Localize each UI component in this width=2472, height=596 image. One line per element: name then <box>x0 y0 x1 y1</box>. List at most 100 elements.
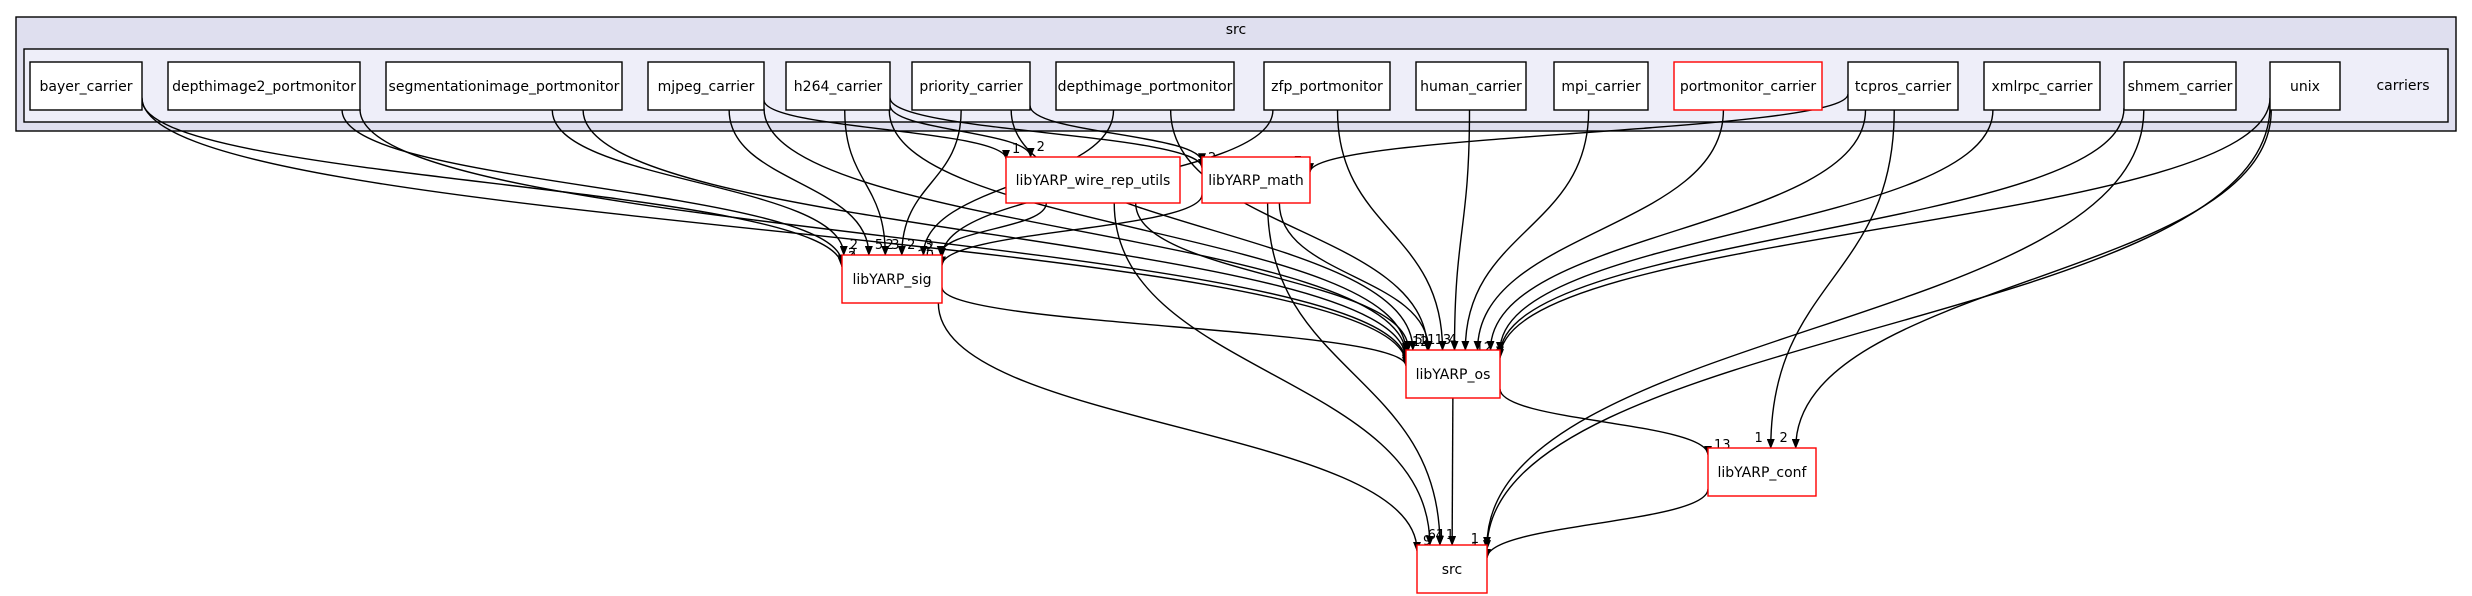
edge-label-zfp-to-os: 4 <box>1449 333 1457 348</box>
edge-math-to-sig <box>938 194 1203 267</box>
node-tcpros[interactable]: tcpros_carrier <box>1847 61 1959 111</box>
node-h264[interactable]: h264_carrier <box>785 61 891 111</box>
edge-sig-to-os <box>941 287 1410 368</box>
edge-zfp-to-os <box>1336 109 1447 351</box>
edge-os-to-srcnode <box>1448 397 1457 546</box>
node-zfp-box <box>1263 61 1391 111</box>
nodes-layer: bayer_carrier depthimage2_portmonitor segm… <box>29 61 2341 594</box>
node-unix-box <box>2269 61 2341 111</box>
node-math[interactable]: libYARP_math <box>1201 156 1311 204</box>
edge-depth2-to-os <box>359 109 1410 364</box>
edge-wire-to-srcnode <box>1113 202 1434 546</box>
node-h264-label: h264_carrier <box>794 79 883 95</box>
edge-label-unix-to-conf: 2 <box>1779 431 1787 446</box>
node-seg-label: segmentationimage_portmonitor <box>389 79 620 95</box>
node-priority[interactable]: priority_carrier <box>911 61 1031 111</box>
edge-label-h264-to-sig: 3 <box>891 238 899 253</box>
edge-label-wire-to-os: 5 <box>1414 333 1422 348</box>
edge-shmem-to-srcnode <box>1483 109 2145 547</box>
node-bayer-box <box>29 61 143 111</box>
edge-mpi-to-os <box>1461 109 1590 351</box>
node-os-label: libYARP_os <box>1416 367 1491 383</box>
node-depthpm-label: depthimage_portmonitor <box>1058 79 1233 95</box>
edge-seg-to-os <box>582 109 1410 361</box>
edge-label-depthpm-to-sig: 2 <box>907 238 915 253</box>
edge-depthpm-to-os <box>1169 109 1432 351</box>
node-mpi-label: mpi_carrier <box>1561 79 1640 95</box>
node-unix-label: unix <box>2290 79 2320 95</box>
node-mjpeg-label: mjpeg_carrier <box>658 79 755 95</box>
node-wire[interactable]: libYARP_wire_rep_utils <box>1005 156 1181 204</box>
edge-label-math-to-os: 13 <box>1435 333 1452 348</box>
edge-unix-to-srcnode <box>1483 105 2271 551</box>
node-portmon[interactable]: portmonitor_carrier <box>1673 61 1823 111</box>
node-portmon-box <box>1673 61 1823 111</box>
edge-label-zfp-to-sig: 2 <box>926 240 934 255</box>
node-mjpeg[interactable]: mjpeg_carrier <box>647 61 765 111</box>
node-unix[interactable]: unix <box>2269 61 2341 111</box>
edge-mjpeg-to-wire <box>763 99 1010 160</box>
node-srcnode-label: src <box>1442 562 1462 578</box>
edge-label-seg-to-sig: 2 <box>850 238 858 253</box>
node-mpi[interactable]: mpi_carrier <box>1553 61 1649 111</box>
node-seg-box <box>385 61 623 111</box>
edge-priority-to-os <box>1010 109 1417 351</box>
node-mpi-box <box>1553 61 1649 111</box>
node-human[interactable]: human_carrier <box>1415 61 1527 111</box>
edge-priority-to-sig <box>897 109 962 256</box>
node-human-label: human_carrier <box>1420 79 1522 95</box>
cluster-carriers-label: carriers <box>2376 78 2429 94</box>
edge-h264-to-sig <box>844 109 890 256</box>
node-shmem-box <box>2123 61 2237 111</box>
node-sig-label: libYARP_sig <box>853 272 932 288</box>
node-math-box <box>1201 156 1311 204</box>
node-depth2-box <box>167 61 361 111</box>
cluster-src-label: src <box>1226 22 1246 38</box>
node-depthpm[interactable]: depthimage_portmonitor <box>1055 61 1235 111</box>
node-priority-label: priority_carrier <box>919 79 1023 95</box>
node-os-box <box>1405 349 1501 399</box>
node-h264-box <box>785 61 891 111</box>
edge-h264-to-os <box>888 109 1410 353</box>
node-tcpros-label: tcpros_carrier <box>1855 79 1951 95</box>
node-seg[interactable]: segmentationimage_portmonitor <box>385 61 623 111</box>
node-shmem-label: shmem_carrier <box>2128 79 2233 95</box>
node-sig[interactable]: libYARP_sig <box>841 254 943 304</box>
node-zfp[interactable]: zfp_portmonitor <box>1263 61 1391 111</box>
node-conf[interactable]: libYARP_conf <box>1707 447 1817 497</box>
edge-tcpros-to-os <box>1486 109 1867 351</box>
edge-tcpros-to-conf <box>1766 109 1895 449</box>
edge-sig-to-srcnode <box>937 302 1421 552</box>
edge-label-tcpros-to-conf: 1 <box>1754 431 1762 446</box>
edge-bayer-to-sig <box>141 99 846 269</box>
edge-unix-to-os <box>1496 97 2271 360</box>
node-srcnode[interactable]: src <box>1416 544 1488 594</box>
node-depth2[interactable]: depthimage2_portmonitor <box>167 61 361 111</box>
node-xmlrpc-box <box>1983 61 2101 111</box>
edge-bayer-to-os <box>141 97 1410 366</box>
edge-depth2-to-sig <box>341 109 846 265</box>
edge-os-to-conf <box>1499 388 1712 456</box>
node-conf-box <box>1707 447 1817 497</box>
node-depthpm-box <box>1055 61 1235 111</box>
node-shmem[interactable]: shmem_carrier <box>2123 61 2237 111</box>
node-os[interactable]: libYARP_os <box>1405 349 1501 399</box>
node-srcnode-box <box>1416 544 1488 594</box>
edge-mjpeg-to-os <box>763 108 1410 357</box>
node-human-box <box>1415 61 1527 111</box>
edge-xmlrpc-to-os <box>1496 109 1994 353</box>
edge-mjpeg-to-sig <box>728 109 873 256</box>
node-math-label: libYARP_math <box>1208 173 1303 189</box>
edge-label-depth2-to-sig: 2 <box>848 247 856 262</box>
edge-h264-to-wire <box>889 104 1035 158</box>
node-wire-box <box>1005 156 1181 204</box>
node-portmon-label: portmonitor_carrier <box>1680 79 1817 95</box>
node-bayer[interactable]: bayer_carrier <box>29 61 143 111</box>
edge-priority-to-math <box>1029 105 1206 164</box>
edge-label-wire-to-sig: 3 <box>924 238 932 253</box>
node-xmlrpc[interactable]: xmlrpc_carrier <box>1983 61 2101 111</box>
edge-math-to-os <box>1278 202 1433 351</box>
edge-wire-to-os <box>1134 202 1413 351</box>
edge-label-h264-to-wire: 2 <box>1037 140 1045 155</box>
